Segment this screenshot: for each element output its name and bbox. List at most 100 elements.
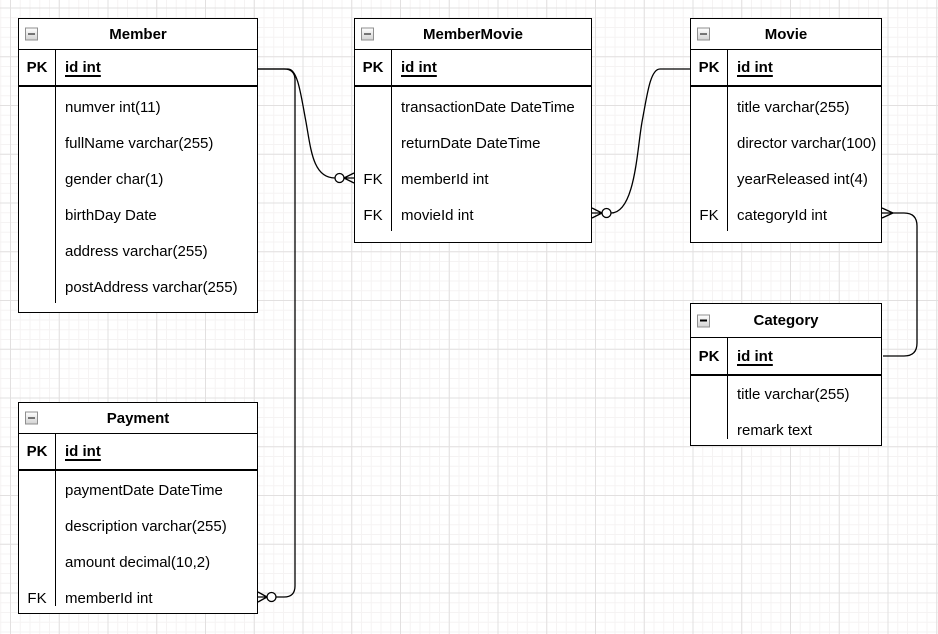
table-body: transactionDate DateTime returnDate Date…	[355, 87, 591, 233]
pk-column-divider	[727, 50, 729, 231]
row-value: gender char(1)	[65, 170, 164, 188]
row-key: FK	[27, 589, 47, 607]
pk-row[interactable]: PK id int	[691, 50, 881, 87]
row-value: memberId int	[401, 170, 489, 188]
pk-row[interactable]: PK id int	[19, 434, 257, 471]
pk-column-divider	[55, 50, 57, 303]
zero-circle-icon	[334, 172, 345, 184]
row-gender[interactable]: gender char(1)	[19, 161, 257, 197]
minus-bar	[364, 33, 371, 35]
crowsfoot-many-icon	[881, 207, 894, 219]
relation-member-payment[interactable]	[257, 68, 296, 603]
table-header: Category	[691, 304, 881, 338]
relation-member-membermovie[interactable]	[258, 68, 355, 184]
row-yearreleased[interactable]: yearReleased int(4)	[691, 161, 881, 197]
row-title[interactable]: title varchar(255)	[691, 89, 881, 125]
row-birthday[interactable]: birthDay Date	[19, 197, 257, 233]
table-title: Payment	[106, 409, 170, 427]
pk-column-divider	[727, 338, 729, 439]
minus-bar	[28, 417, 35, 419]
row-value: id int	[65, 59, 101, 76]
collapse-minus-icon[interactable]	[697, 27, 710, 41]
row-numver[interactable]: numver int(11)	[19, 89, 257, 125]
row-value: categoryId int	[737, 206, 828, 224]
relation-movie-category[interactable]	[881, 207, 918, 357]
zero-circle-icon	[601, 207, 612, 219]
collapse-minus-icon[interactable]	[25, 27, 38, 41]
row-transactiondate[interactable]: transactionDate DateTime	[355, 89, 591, 125]
entity-table-member[interactable]: Member PK id int numver int(11) fullName…	[18, 18, 258, 313]
row-key: PK	[362, 59, 384, 76]
row-value: address varchar(255)	[65, 242, 208, 260]
row-value: title varchar(255)	[737, 98, 850, 116]
pk-column-divider	[391, 50, 393, 231]
row-movieid[interactable]: FK movieId int	[355, 197, 591, 233]
pk-row[interactable]: PK id int	[19, 50, 257, 87]
row-fullname[interactable]: fullName varchar(255)	[19, 125, 257, 161]
pk-column-divider	[55, 434, 57, 606]
pk-row[interactable]: PK id int	[355, 50, 591, 87]
entity-table-membermovie[interactable]: MemberMovie PK id int transactionDate Da…	[354, 18, 592, 243]
row-value: transactionDate DateTime	[401, 98, 575, 116]
table-title: Movie	[764, 25, 808, 43]
row-title[interactable]: title varchar(255)	[691, 376, 881, 412]
table-title: Category	[753, 312, 819, 329]
crowsfoot-many-icon	[343, 172, 355, 184]
row-value: director varchar(100)	[737, 134, 877, 152]
row-key: PK	[698, 347, 720, 365]
relation-line[interactable]	[258, 68, 296, 598]
row-memberid[interactable]: FK memberId int	[19, 580, 257, 616]
row-value: movieId int	[401, 206, 474, 224]
crowsfoot-many-icon	[257, 591, 268, 603]
table-title: MemberMovie	[422, 25, 524, 43]
row-key: FK	[363, 206, 383, 224]
row-value: id int	[401, 59, 437, 76]
table-body: title varchar(255) director varchar(100)…	[691, 87, 881, 233]
entity-table-category[interactable]: Category PK id int title varchar(255) re…	[690, 303, 882, 446]
table-header: Movie	[691, 19, 881, 50]
entity-table-movie[interactable]: Movie PK id int title varchar(255) direc…	[690, 18, 882, 243]
table-title: Member	[109, 25, 167, 43]
row-value: returnDate DateTime	[401, 134, 541, 152]
relation-movie-membermovie[interactable]	[591, 68, 690, 219]
row-value: yearReleased int(4)	[737, 170, 868, 188]
pk-row[interactable]: PK id int	[691, 338, 881, 376]
row-address[interactable]: address varchar(255)	[19, 233, 257, 269]
minus-bar	[28, 33, 35, 35]
table-header: Member	[19, 19, 257, 50]
row-amount[interactable]: amount decimal(10,2)	[19, 544, 257, 580]
relation-line[interactable]	[258, 68, 336, 179]
row-key: PK	[698, 59, 720, 76]
table-body: paymentDate DateTime description varchar…	[19, 471, 257, 616]
table-header: MemberMovie	[355, 19, 591, 50]
row-memberid[interactable]: FK memberId int	[355, 161, 591, 197]
row-key: FK	[699, 206, 719, 224]
collapse-minus-icon[interactable]	[697, 314, 710, 327]
zero-circle-icon	[266, 591, 277, 603]
row-paymentdate[interactable]: paymentDate DateTime	[19, 472, 257, 508]
row-value: memberId int	[65, 589, 153, 607]
row-remark[interactable]: remark text	[691, 412, 881, 448]
row-key: FK	[363, 170, 383, 188]
relation-line[interactable]	[610, 68, 690, 214]
row-value: description varchar(255)	[65, 517, 227, 535]
row-key: PK	[26, 443, 48, 460]
collapse-minus-icon[interactable]	[361, 27, 374, 41]
row-categoryid[interactable]: FK categoryId int	[691, 197, 881, 233]
row-postaddress[interactable]: postAddress varchar(255)	[19, 269, 257, 305]
row-director[interactable]: director varchar(100)	[691, 125, 881, 161]
relation-line[interactable]	[883, 212, 918, 357]
entity-table-payment[interactable]: Payment PK id int paymentDate DateTime d…	[18, 402, 258, 614]
row-key: PK	[26, 59, 48, 76]
row-value: postAddress varchar(255)	[65, 278, 238, 296]
row-value: numver int(11)	[65, 98, 161, 116]
row-description[interactable]: description varchar(255)	[19, 508, 257, 544]
row-returndate[interactable]: returnDate DateTime	[355, 125, 591, 161]
row-value: birthDay Date	[65, 206, 157, 224]
collapse-minus-icon[interactable]	[25, 411, 38, 425]
row-value: paymentDate DateTime	[65, 481, 223, 499]
row-value: id int	[737, 59, 773, 76]
row-value: fullName varchar(255)	[65, 134, 214, 152]
